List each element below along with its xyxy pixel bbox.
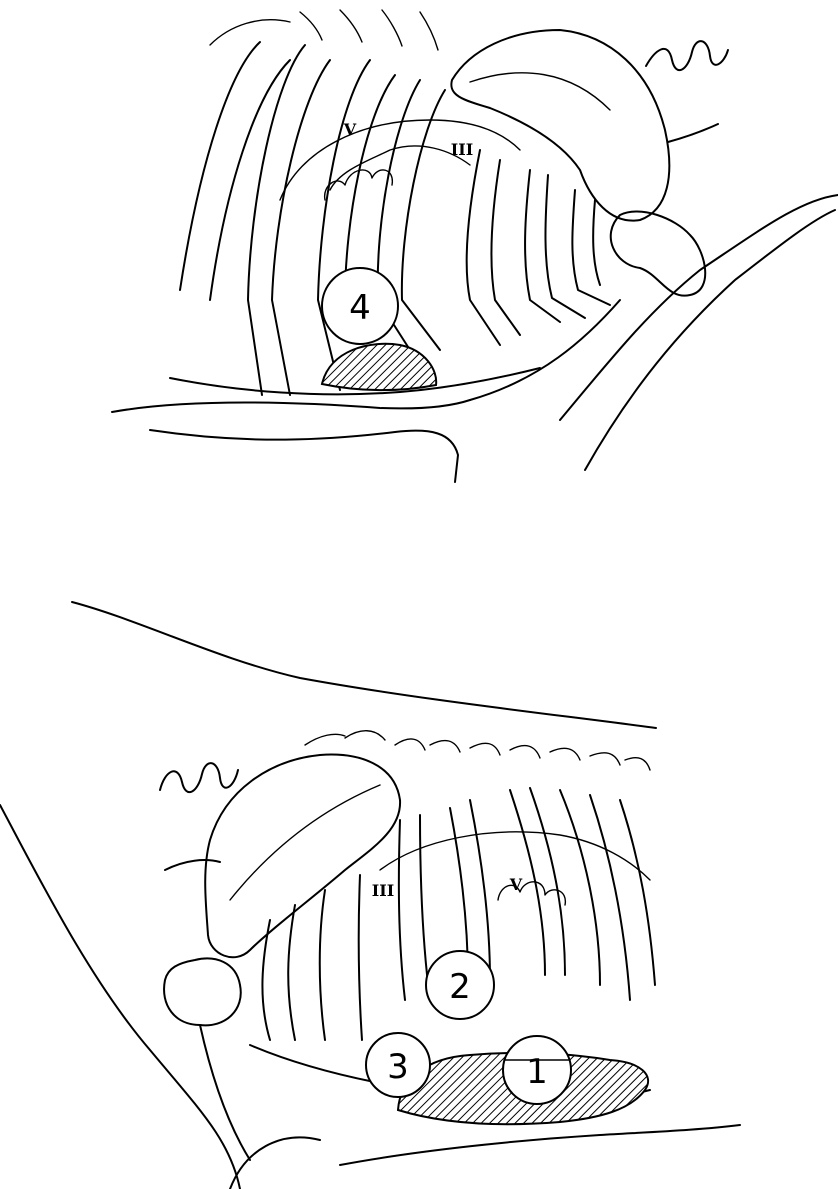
- top-leg-outer: [585, 210, 835, 470]
- top-rib-label: V: [343, 120, 357, 139]
- bottom-back-outline: [72, 602, 656, 728]
- bottom-chest-outline: [0, 805, 240, 1189]
- top-neck-line: [668, 124, 718, 142]
- top-shoulder-joint: [611, 212, 705, 296]
- bottom-shoulder-joint: [164, 958, 241, 1025]
- bottom-auscultation-marker: 2: [426, 951, 494, 1019]
- top-thorax-figure: 4 V III: [112, 10, 838, 482]
- marker-label: 1: [526, 1052, 548, 1092]
- top-heart-outline: [330, 146, 470, 190]
- marker-label: 2: [449, 967, 471, 1007]
- bottom-neck-wave: [160, 763, 238, 792]
- bottom-heart-lobes: [498, 882, 565, 905]
- top-neck-wave: [646, 41, 728, 70]
- bottom-vertebral-spines: [305, 731, 650, 770]
- bottom-rib-label: V: [509, 875, 523, 894]
- top-ribs: [180, 42, 610, 395]
- top-scapula-spine: [470, 73, 610, 110]
- bottom-scapula-spine: [230, 785, 380, 900]
- bottom-belly-outline: [340, 1125, 740, 1165]
- marker-label: 4: [349, 288, 371, 328]
- top-front-leg-line: [470, 300, 620, 400]
- bottom-rib-label: III: [372, 881, 394, 900]
- bottom-leg-outline: [230, 1137, 320, 1189]
- bottom-neck-line: [165, 860, 220, 870]
- bottom-auscultation-marker: 3: [366, 1033, 430, 1097]
- top-auscultation-marker: 4: [322, 268, 398, 344]
- top-diaphragm-line: [280, 120, 520, 200]
- top-vertebral-spines: [210, 10, 438, 50]
- top-rib-label: III: [451, 140, 473, 159]
- bottom-foreleg: [200, 1025, 250, 1160]
- top-hatched-area: [322, 344, 436, 390]
- bottom-thorax-figure: 2 3 1 III V: [0, 602, 740, 1189]
- top-chest-front: [560, 195, 838, 420]
- marker-label: 3: [387, 1047, 409, 1087]
- top-body-outline: [112, 400, 470, 412]
- top-scapula: [451, 30, 669, 221]
- top-belly-outline: [150, 430, 458, 482]
- bottom-auscultation-marker: 1: [503, 1036, 571, 1104]
- bottom-scapula: [205, 755, 400, 958]
